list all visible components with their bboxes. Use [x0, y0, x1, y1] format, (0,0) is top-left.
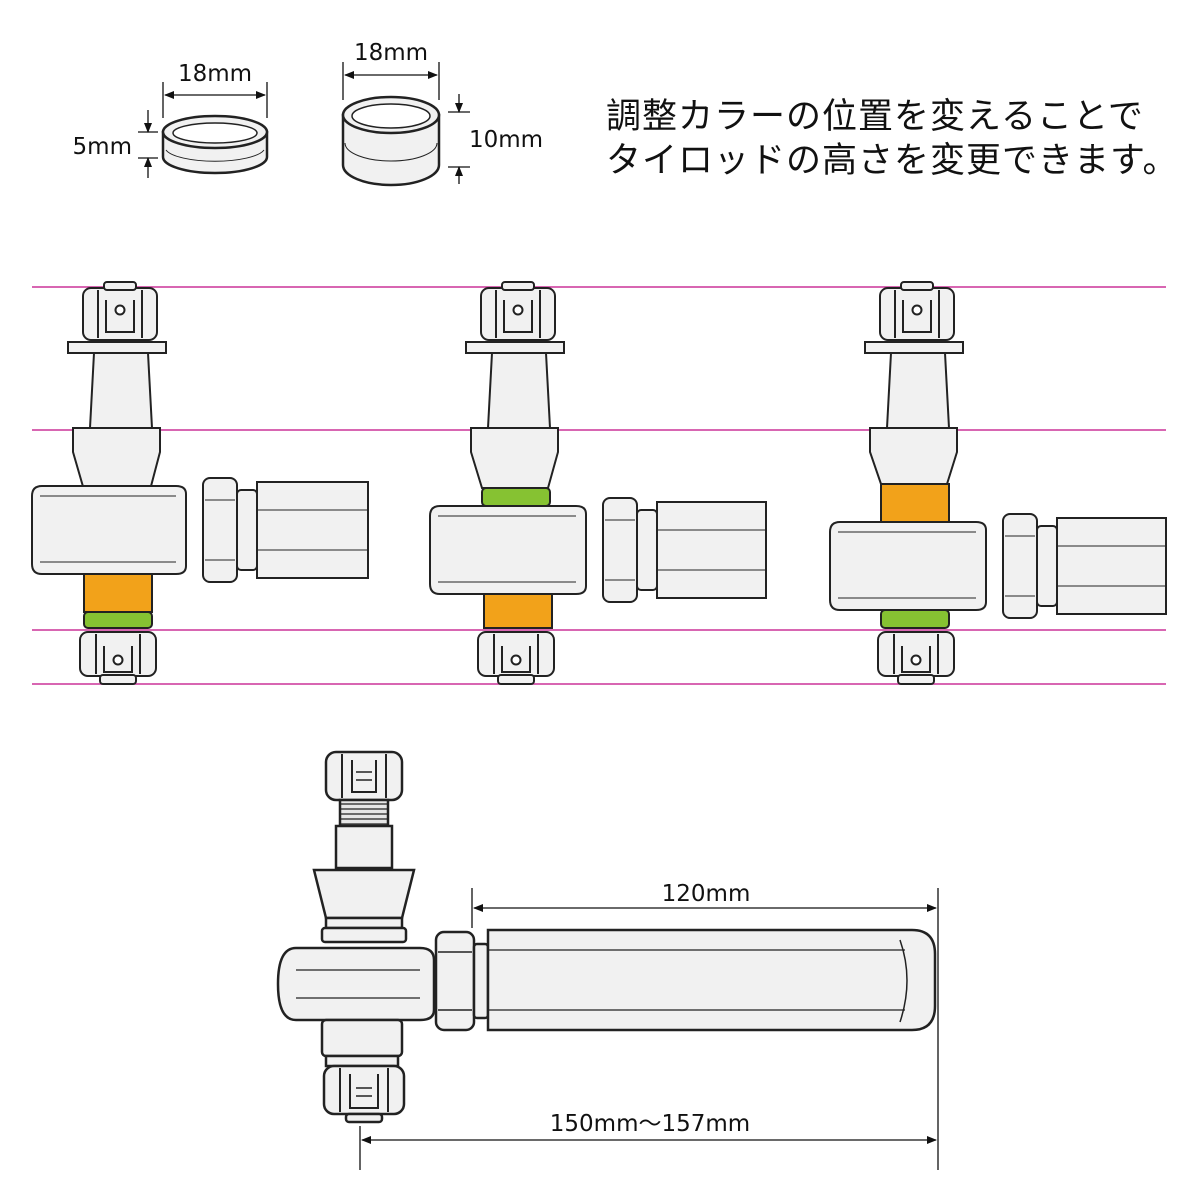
description-line-2: タイロッドの高さを変更できます。: [606, 141, 1179, 181]
tie-rod-assembly: [276, 750, 937, 1124]
tall-collar-width-label: 18mm: [354, 40, 428, 66]
tall-collar-dimensions: [342, 62, 470, 184]
tall-collar-height-label: 10mm: [469, 127, 543, 153]
short-collar: [161, 114, 269, 175]
short-collar-dimensions: [138, 82, 268, 178]
configuration-2: [429, 281, 767, 685]
assembly-dimensions: [359, 888, 939, 1170]
configuration-1: [31, 281, 369, 685]
configuration-3: [829, 281, 1167, 685]
sleeve-length-label: 120mm: [662, 881, 751, 907]
short-collar-height-label: 5mm: [73, 134, 132, 160]
short-collar-width-label: 18mm: [178, 61, 252, 87]
total-length-label: 150mm～157mm: [550, 1111, 750, 1137]
description-line-1: 調整カラーの位置を変えることで: [606, 97, 1144, 137]
tall-collar: [341, 95, 441, 187]
height-guide-lines: [32, 286, 1166, 685]
